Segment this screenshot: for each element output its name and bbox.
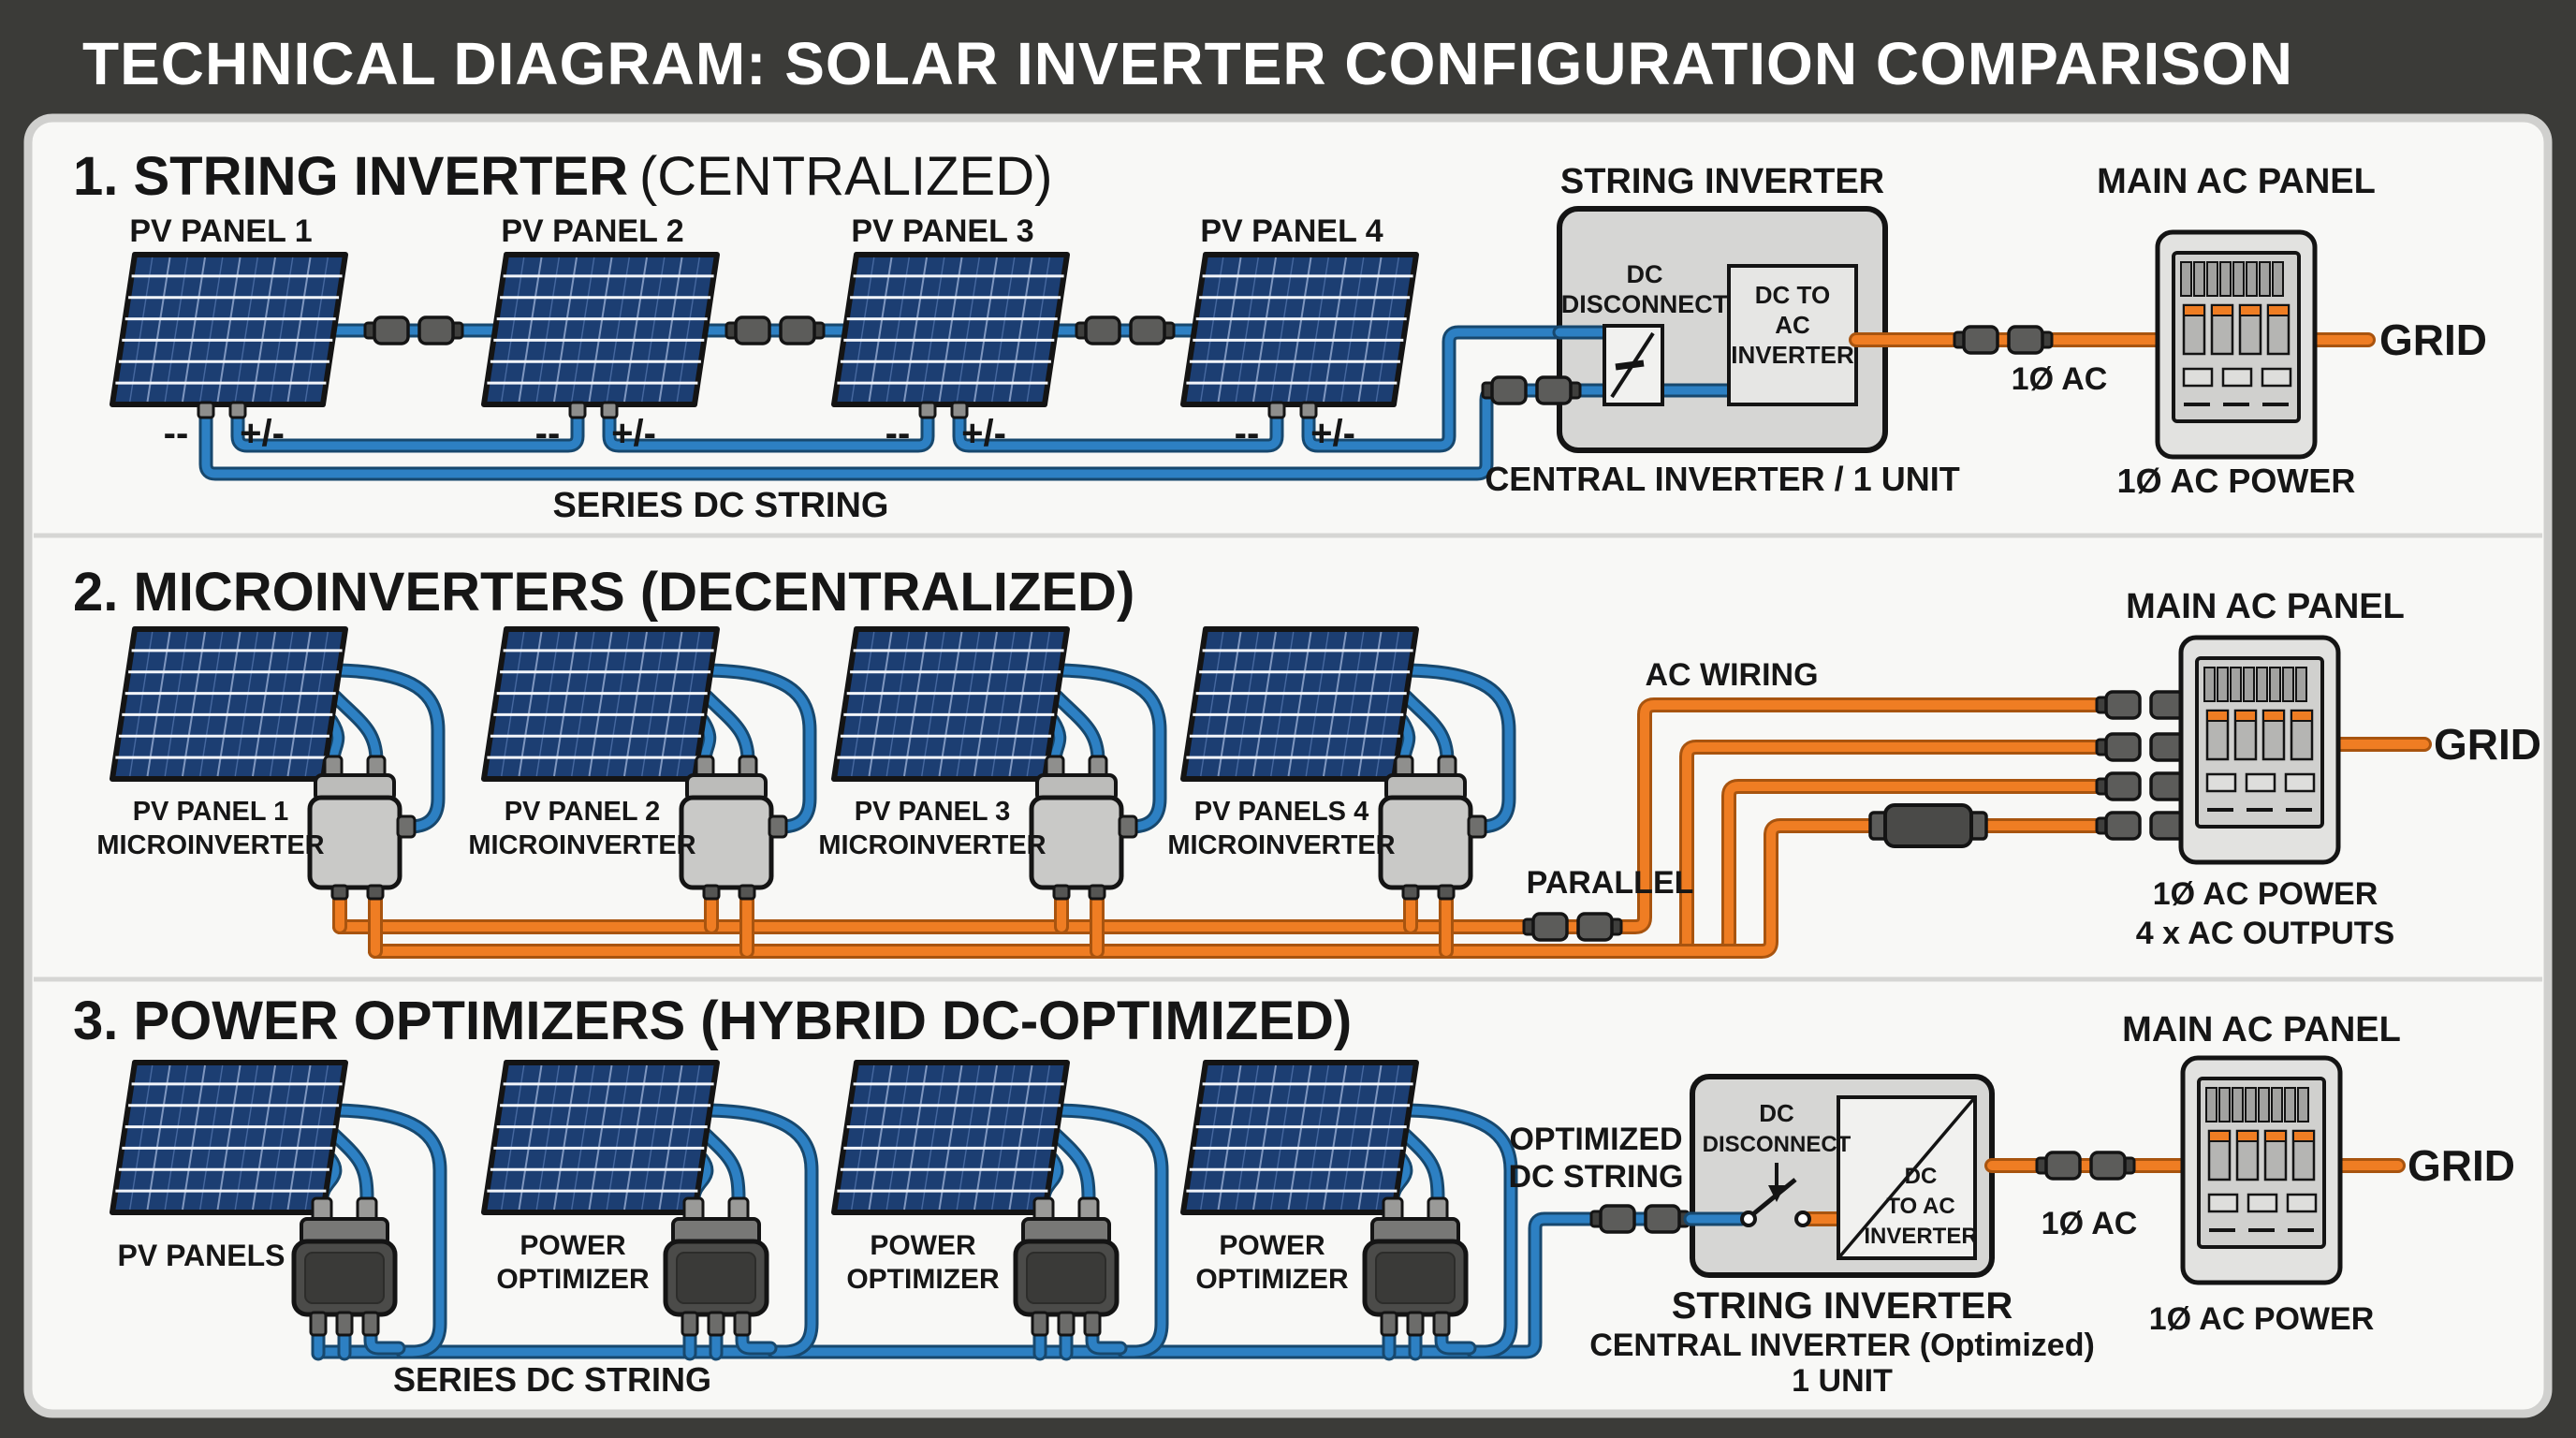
breaker-panel-icon bbox=[2181, 638, 2338, 862]
optimized-dc-string-label: DC STRING bbox=[1509, 1159, 1684, 1195]
grid-label: GRID bbox=[2379, 315, 2487, 364]
unit-label: MICROINVERTER bbox=[96, 830, 324, 860]
dc-to-ac-label: DC bbox=[1905, 1164, 1938, 1189]
pv-panel-label: PV PANEL 2 bbox=[501, 213, 683, 249]
power-optimizer-icon bbox=[1016, 1198, 1117, 1335]
central-inverter-caption: CENTRAL INVERTER / 1 UNIT bbox=[1485, 460, 1959, 498]
breaker-panel-icon bbox=[2158, 232, 2315, 457]
polarity-label: +/- bbox=[1310, 413, 1355, 454]
pv-panel-label: PV PANEL 1 bbox=[129, 213, 312, 249]
section2-heading: 2. MICROINVERTERS (DECENTRALIZED) bbox=[73, 562, 1134, 623]
grid-label: GRID bbox=[2408, 1141, 2515, 1190]
ac-outputs-label: 4 x AC OUTPUTS bbox=[2136, 916, 2394, 951]
power-optimizer-icon bbox=[666, 1198, 767, 1335]
string-inverter-title: STRING INVERTER bbox=[1672, 1285, 2013, 1327]
optimizer-label: OPTIMIZER bbox=[496, 1264, 650, 1295]
unit-label: MICROINVERTER bbox=[818, 830, 1046, 860]
pv-panel-icon bbox=[112, 629, 345, 779]
negative-label: -- bbox=[1235, 413, 1260, 454]
dc-to-ac-label: TO AC bbox=[1886, 1194, 1954, 1219]
pv-panel-icon bbox=[834, 1063, 1067, 1212]
pv-panel-label: PV PANEL 4 bbox=[1200, 213, 1383, 249]
dc-disconnect-label: DISCONNECT bbox=[1703, 1132, 1852, 1157]
dc-to-ac-inverter-box bbox=[1727, 264, 1858, 406]
pv-panel-icon bbox=[834, 255, 1067, 404]
ac-wiring-label: AC WIRING bbox=[1645, 657, 1818, 693]
polarity-label: +/- bbox=[611, 413, 656, 454]
central-inverter-caption: CENTRAL INVERTER (Optimized) bbox=[1589, 1328, 2095, 1363]
section3-heading: 3. POWER OPTIMIZERS (HYBRID DC-OPTIMIZED… bbox=[73, 990, 1352, 1051]
power-optimizer-icon bbox=[294, 1198, 395, 1335]
series-dc-string-label: SERIES DC STRING bbox=[393, 1360, 711, 1399]
dc-to-ac-label: DC TO bbox=[1755, 281, 1830, 309]
optimizer-label: POWER bbox=[870, 1230, 976, 1261]
ac-power-label: 1Ø AC POWER bbox=[2149, 1301, 2375, 1337]
unit-label: PV PANEL 2 bbox=[505, 797, 661, 827]
series-dc-string-label: SERIES DC STRING bbox=[553, 486, 889, 525]
panel-terminals bbox=[197, 401, 1318, 419]
main-ac-panel-title: MAIN AC PANEL bbox=[2122, 1010, 2401, 1049]
pv-panel-icon bbox=[1183, 1063, 1416, 1212]
section-power-optimizers: 3. POWER OPTIMIZERS (HYBRID DC-OPTIMIZED… bbox=[73, 990, 2515, 1399]
section-string-inverter: 1. STRING INVERTER(CENTRALIZED) bbox=[73, 146, 2487, 525]
pv-panel-label: PV PANEL 3 bbox=[851, 213, 1033, 249]
optimizer-label: OPTIMIZER bbox=[1195, 1264, 1349, 1295]
parallel-label: PARALLEL bbox=[1527, 865, 1694, 901]
dc-to-ac-label: AC bbox=[1775, 311, 1810, 339]
unit-label: PV PANEL 3 bbox=[855, 797, 1011, 827]
breaker-panel-icon bbox=[2183, 1058, 2340, 1283]
polarity-label: +/- bbox=[240, 413, 285, 454]
negative-label: -- bbox=[535, 413, 561, 454]
pv-panel-icon bbox=[484, 255, 717, 404]
pv-panel-icon bbox=[834, 629, 1067, 779]
unit-label: MICROINVERTER bbox=[1167, 830, 1395, 860]
dc-to-ac-label: INVERTER bbox=[1864, 1224, 1977, 1249]
trunk-connector-icon bbox=[1868, 803, 1988, 848]
dc-disconnect-label: DC bbox=[1759, 1099, 1794, 1127]
pv-panel-icon bbox=[112, 255, 345, 404]
optimizer-label: POWER bbox=[520, 1230, 626, 1261]
optimized-dc-string-label: OPTIMIZED bbox=[1509, 1122, 1682, 1157]
dc-disconnect-switch-icon bbox=[1740, 1178, 1811, 1227]
power-optimizer-icon bbox=[1365, 1198, 1466, 1335]
pv-panel-icon bbox=[484, 629, 717, 779]
main-ac-panel-title: MAIN AC PANEL bbox=[2126, 587, 2405, 626]
unit-label: PV PANELS 4 bbox=[1194, 797, 1368, 827]
optimizer-label: POWER bbox=[1219, 1230, 1325, 1261]
pv-panels-label: PV PANELS bbox=[118, 1239, 285, 1272]
section-microinverters: 2. MICROINVERTERS (DECENTRALIZED) bbox=[73, 562, 2541, 951]
optimizer-label: OPTIMIZER bbox=[846, 1264, 1000, 1295]
grid-label: GRID bbox=[2434, 720, 2541, 769]
ac-phase-label: 1Ø AC bbox=[2042, 1206, 2138, 1241]
unit-label: MICROINVERTER bbox=[468, 830, 695, 860]
polarity-label: +/- bbox=[961, 413, 1006, 454]
string-inverter-title: STRING INVERTER bbox=[1560, 162, 1884, 201]
dc-to-ac-label: INVERTER bbox=[1731, 341, 1854, 369]
pv-panel-icon bbox=[112, 1063, 345, 1212]
section1-heading: 1. STRING INVERTER(CENTRALIZED) bbox=[73, 146, 1052, 207]
dc-disconnect-label: DISCONNECT bbox=[1561, 290, 1729, 318]
negative-label: -- bbox=[164, 413, 189, 454]
pv-panel-icon bbox=[1183, 629, 1416, 779]
page-title: TECHNICAL DIAGRAM: SOLAR INVERTER CONFIG… bbox=[82, 30, 2293, 97]
pv-panel-icon bbox=[1183, 255, 1416, 404]
ac-phase-label: 1Ø AC bbox=[2012, 361, 2108, 397]
pv-panel-icon bbox=[484, 1063, 717, 1212]
dc-disconnect-label: DC bbox=[1627, 260, 1663, 288]
ac-power-label: 1Ø AC POWER bbox=[2117, 462, 2356, 500]
unit-label: PV PANEL 1 bbox=[133, 797, 289, 827]
main-ac-panel-title: MAIN AC PANEL bbox=[2097, 162, 2376, 201]
unit-count-label: 1 UNIT bbox=[1792, 1363, 1893, 1399]
ac-power-label: 1Ø AC POWER bbox=[2153, 876, 2378, 912]
negative-label: -- bbox=[886, 413, 911, 454]
